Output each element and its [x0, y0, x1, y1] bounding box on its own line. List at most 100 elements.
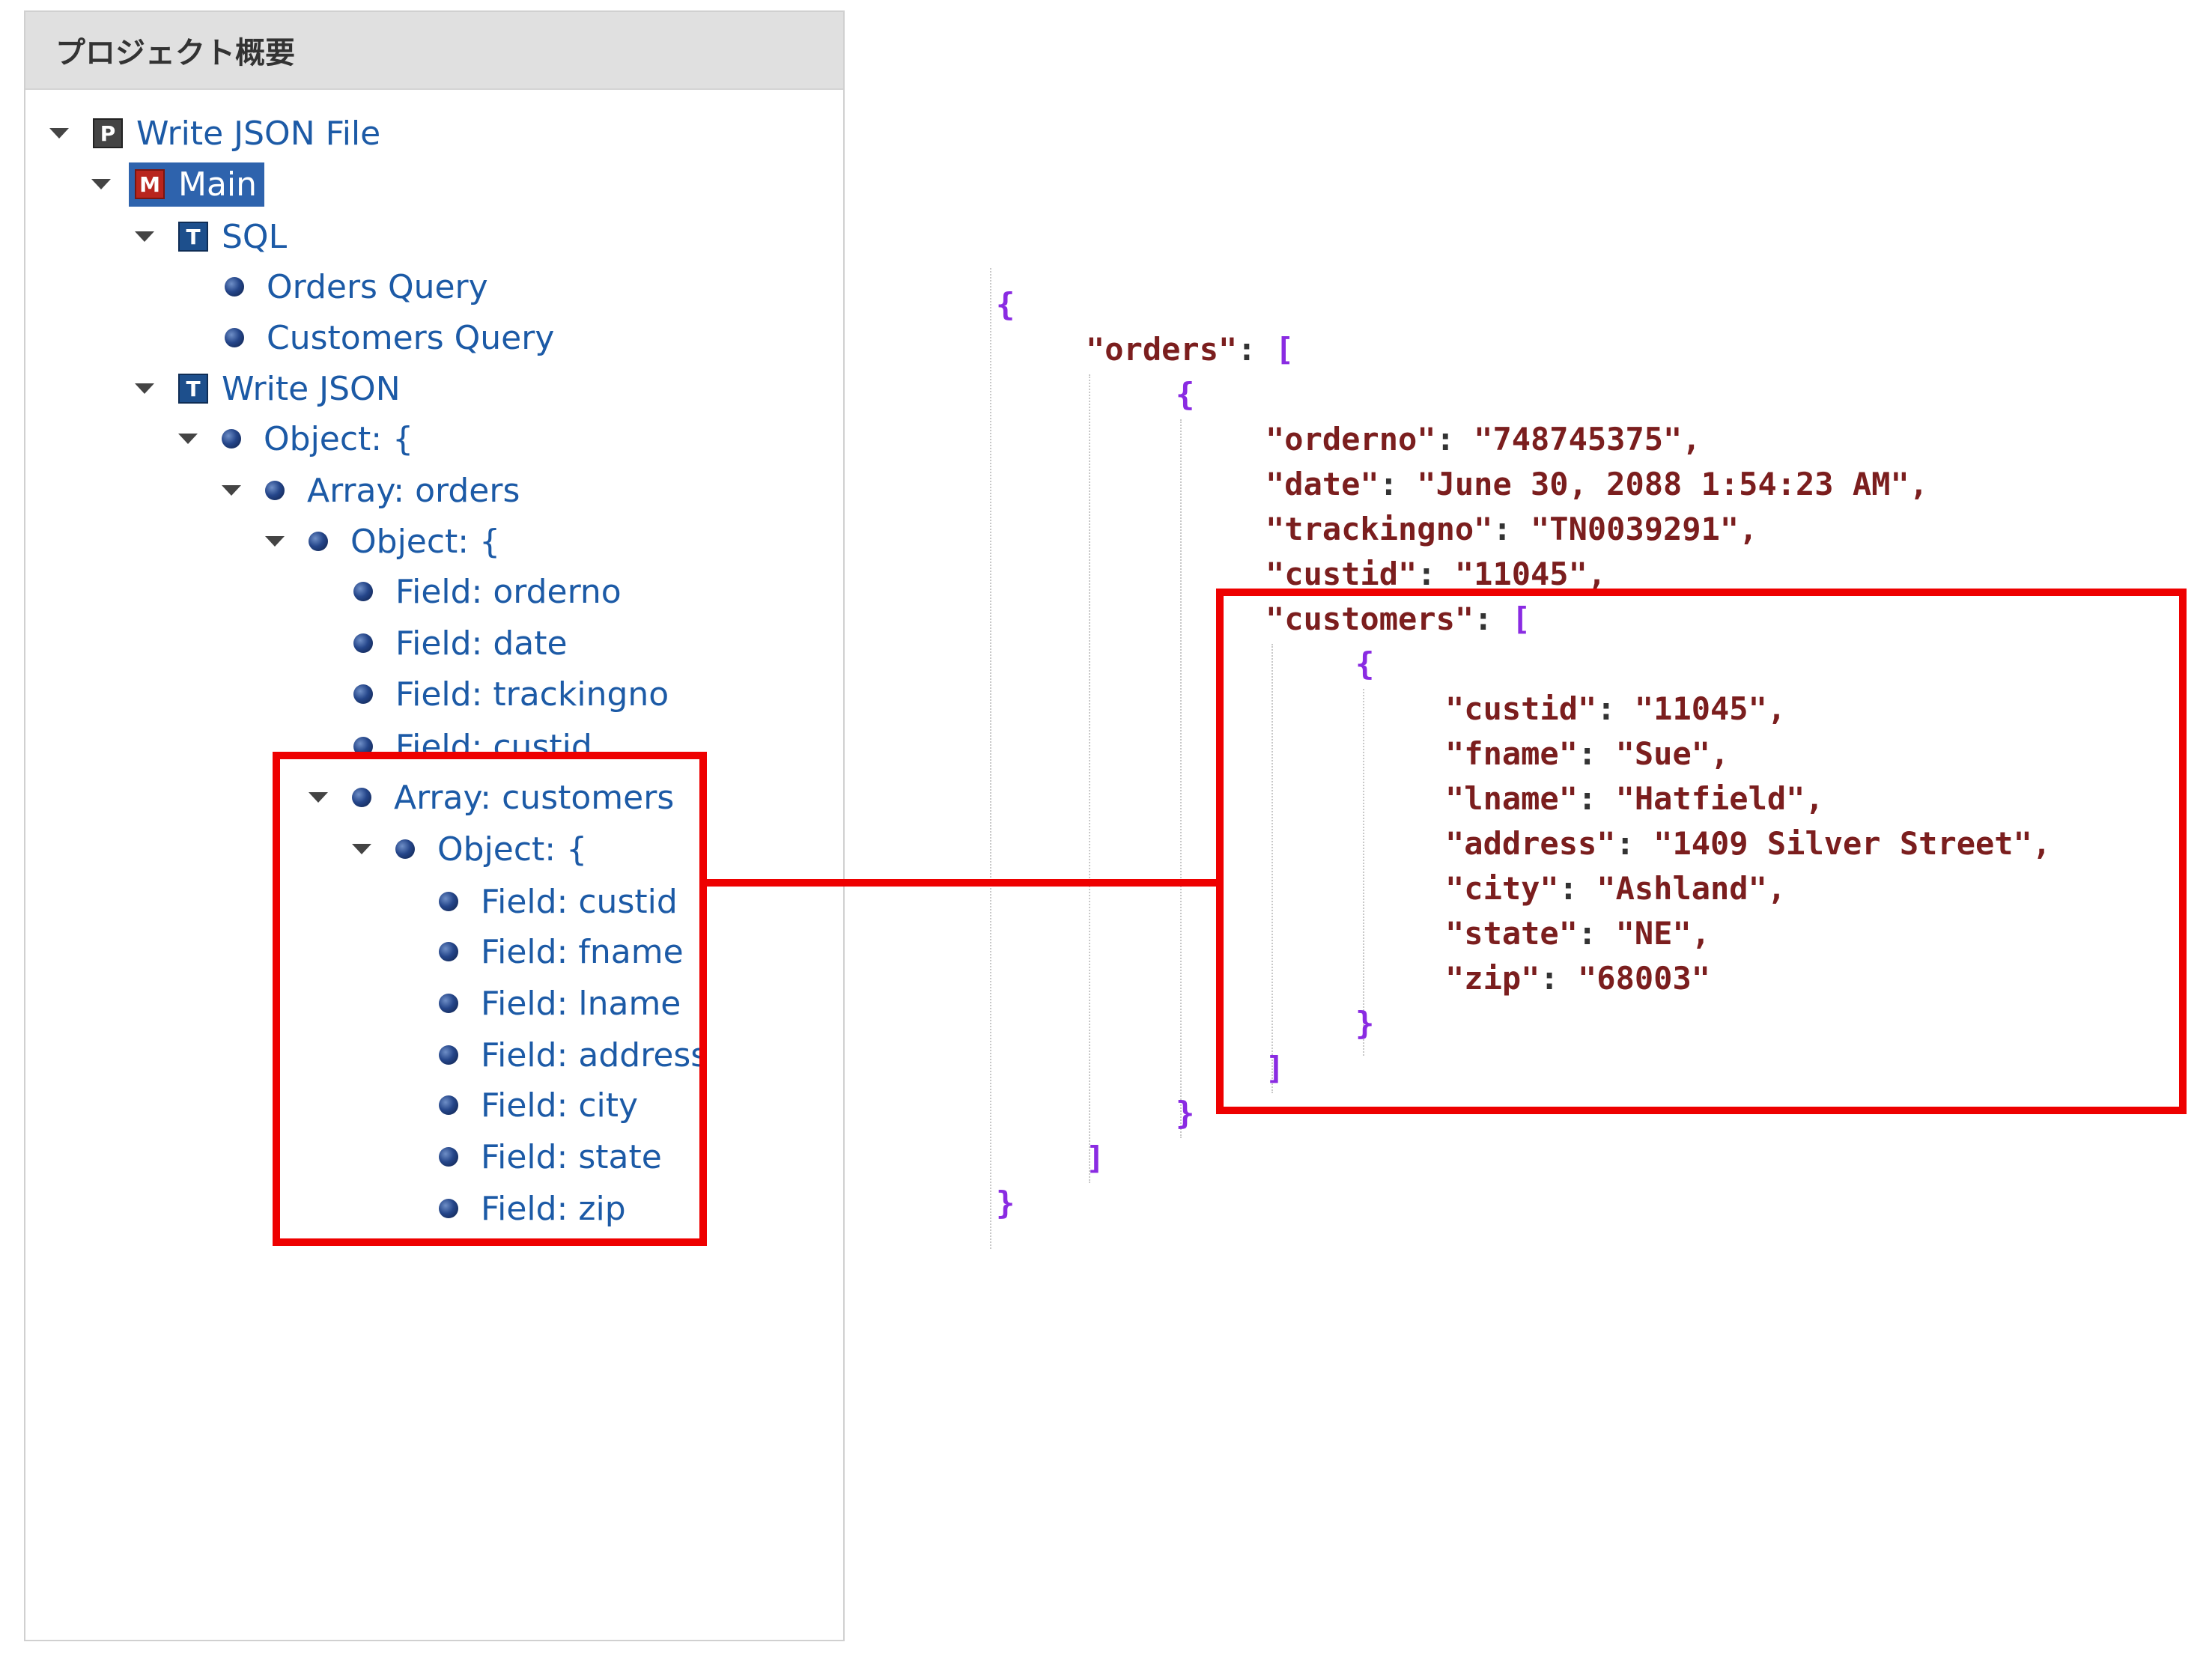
tree-item-label: Write JSON — [222, 369, 401, 408]
collapse-arrow-icon[interactable] — [352, 844, 371, 854]
json-brace: { — [996, 286, 1015, 323]
tree-item-label: Field: lname — [481, 984, 681, 1023]
collapse-arrow-icon[interactable] — [91, 179, 111, 189]
json-line: "zip": "68003" — [1445, 958, 1710, 999]
json-value: "Sue", — [1615, 735, 1730, 772]
tree-item-label: Field: state — [481, 1137, 662, 1176]
indent-guide — [1271, 644, 1273, 1093]
task-icon: T — [178, 374, 208, 404]
tree-item-field-zip[interactable]: Field: zip — [439, 1187, 626, 1230]
tree-item-sql[interactable]: T SQL — [135, 215, 287, 258]
tree-item-orders-query[interactable]: Orders Query — [225, 265, 488, 308]
json-colon: : — [1474, 601, 1512, 637]
tree-item-field-custid[interactable]: Field: custid — [439, 880, 678, 923]
json-output-viewer: { "orders": [ { "orderno": "748745375", … — [988, 268, 2212, 1273]
json-key: "trackingno" — [1265, 511, 1493, 547]
json-value: "Ashland", — [1596, 870, 1787, 907]
indent-guide — [1363, 689, 1364, 1056]
json-value: "748745375", — [1474, 421, 1701, 457]
tree-item-object-root[interactable]: Object: { — [178, 417, 413, 460]
json-line: "state": "NE", — [1445, 913, 1710, 954]
json-key: "fname" — [1445, 735, 1579, 772]
json-line: } — [1355, 1003, 1374, 1044]
bullet-icon — [395, 839, 415, 859]
json-brace: { — [1176, 376, 1195, 413]
json-brace: } — [996, 1185, 1015, 1221]
tree-item-field-fname[interactable]: Field: fname — [439, 930, 684, 973]
tree-item-label: Field: trackingno — [395, 675, 669, 714]
tree-item-label: Object: { — [264, 419, 414, 458]
json-brace: } — [1355, 1005, 1375, 1042]
tree-item-array-customers[interactable]: Array: customers — [309, 776, 674, 819]
highlight-box-json — [1216, 589, 2187, 1114]
collapse-arrow-icon[interactable] — [135, 231, 154, 242]
tree-item-label: Write JSON File — [136, 114, 381, 153]
indent-guide — [990, 268, 991, 1249]
tree-item-field-address[interactable]: Field: address — [439, 1033, 708, 1077]
bullet-icon — [265, 481, 285, 500]
json-line: { — [1355, 644, 1374, 684]
json-key: "date" — [1265, 466, 1379, 502]
tree-item-write-json[interactable]: T Write JSON — [135, 367, 401, 410]
json-value: "11045", — [1454, 556, 1607, 592]
json-colon: : — [1492, 511, 1531, 547]
bullet-icon — [439, 892, 458, 911]
json-line: } — [1176, 1093, 1194, 1134]
tree-item-label: Field: city — [481, 1086, 639, 1125]
bullet-icon — [352, 788, 371, 807]
collapse-arrow-icon[interactable] — [309, 792, 328, 803]
json-bracket: ] — [1265, 1050, 1285, 1086]
collapse-arrow-icon[interactable] — [222, 485, 241, 496]
tree-item-field-date[interactable]: Field: date — [353, 621, 568, 665]
json-colon: : — [1237, 331, 1275, 368]
json-brace: } — [1176, 1095, 1195, 1131]
collapse-arrow-icon[interactable] — [135, 383, 154, 394]
collapse-arrow-icon[interactable] — [49, 128, 69, 139]
json-key: "state" — [1445, 915, 1579, 952]
json-key: "orders" — [1086, 331, 1238, 368]
tree-item-object-orders[interactable]: Object: { — [265, 520, 500, 563]
json-colon: : — [1540, 960, 1579, 997]
json-line: "city": "Ashland", — [1445, 869, 1786, 909]
json-line: { — [996, 285, 1015, 325]
tree-item-field-state[interactable]: Field: state — [439, 1135, 662, 1179]
json-line: "fname": "Sue", — [1445, 734, 1729, 774]
tree-item-label: Field: orderno — [395, 572, 622, 611]
json-line: "address": "1409 Silver Street", — [1445, 824, 2051, 864]
json-colon: : — [1558, 870, 1597, 907]
json-line: } — [996, 1183, 1015, 1223]
tree-item-main[interactable]: M Main — [91, 162, 265, 207]
json-line: "custid": "11045", — [1445, 689, 1786, 729]
tree-item-field-custid-order[interactable]: Field: custid — [353, 725, 592, 768]
tree-item-object-customers[interactable]: Object: { — [352, 827, 587, 871]
collapse-arrow-icon[interactable] — [178, 434, 198, 444]
tree-item-field-trackingno[interactable]: Field: trackingno — [353, 672, 669, 716]
json-line: "lname": "Hatfield", — [1445, 779, 1824, 819]
bullet-icon — [309, 532, 328, 551]
bullet-icon — [353, 633, 373, 653]
project-overview-panel: プロジェクト概要 P Write JSON File M Main T SQL … — [24, 10, 845, 1641]
json-value: "1409 Silver Street", — [1653, 825, 2052, 862]
selected-node[interactable]: M Main — [129, 162, 265, 207]
tree-item-label: Field: zip — [481, 1189, 626, 1228]
panel-title: プロジェクト概要 — [25, 12, 843, 90]
tree-item-field-city[interactable]: Field: city — [439, 1083, 638, 1127]
json-colon: : — [1578, 735, 1616, 772]
json-key: "customers" — [1265, 601, 1474, 637]
collapse-arrow-icon[interactable] — [265, 536, 285, 547]
bullet-icon — [439, 1199, 458, 1218]
tree-item-customers-query[interactable]: Customers Query — [225, 316, 554, 359]
bullet-icon — [439, 1147, 458, 1167]
json-line: "orders": [ — [1086, 329, 1294, 370]
highlight-connector — [707, 879, 1219, 887]
json-brace: { — [1355, 645, 1375, 682]
tree-item-array-orders[interactable]: Array: orders — [222, 469, 520, 512]
json-colon: : — [1379, 466, 1418, 502]
tree-item-field-lname[interactable]: Field: lname — [439, 982, 681, 1025]
bullet-icon — [439, 1095, 458, 1115]
bullet-icon — [225, 277, 244, 297]
json-key: "city" — [1445, 870, 1559, 907]
tree-item-write-json-file[interactable]: P Write JSON File — [49, 112, 380, 155]
json-key: "custid" — [1265, 556, 1418, 592]
tree-item-field-orderno[interactable]: Field: orderno — [353, 570, 622, 613]
